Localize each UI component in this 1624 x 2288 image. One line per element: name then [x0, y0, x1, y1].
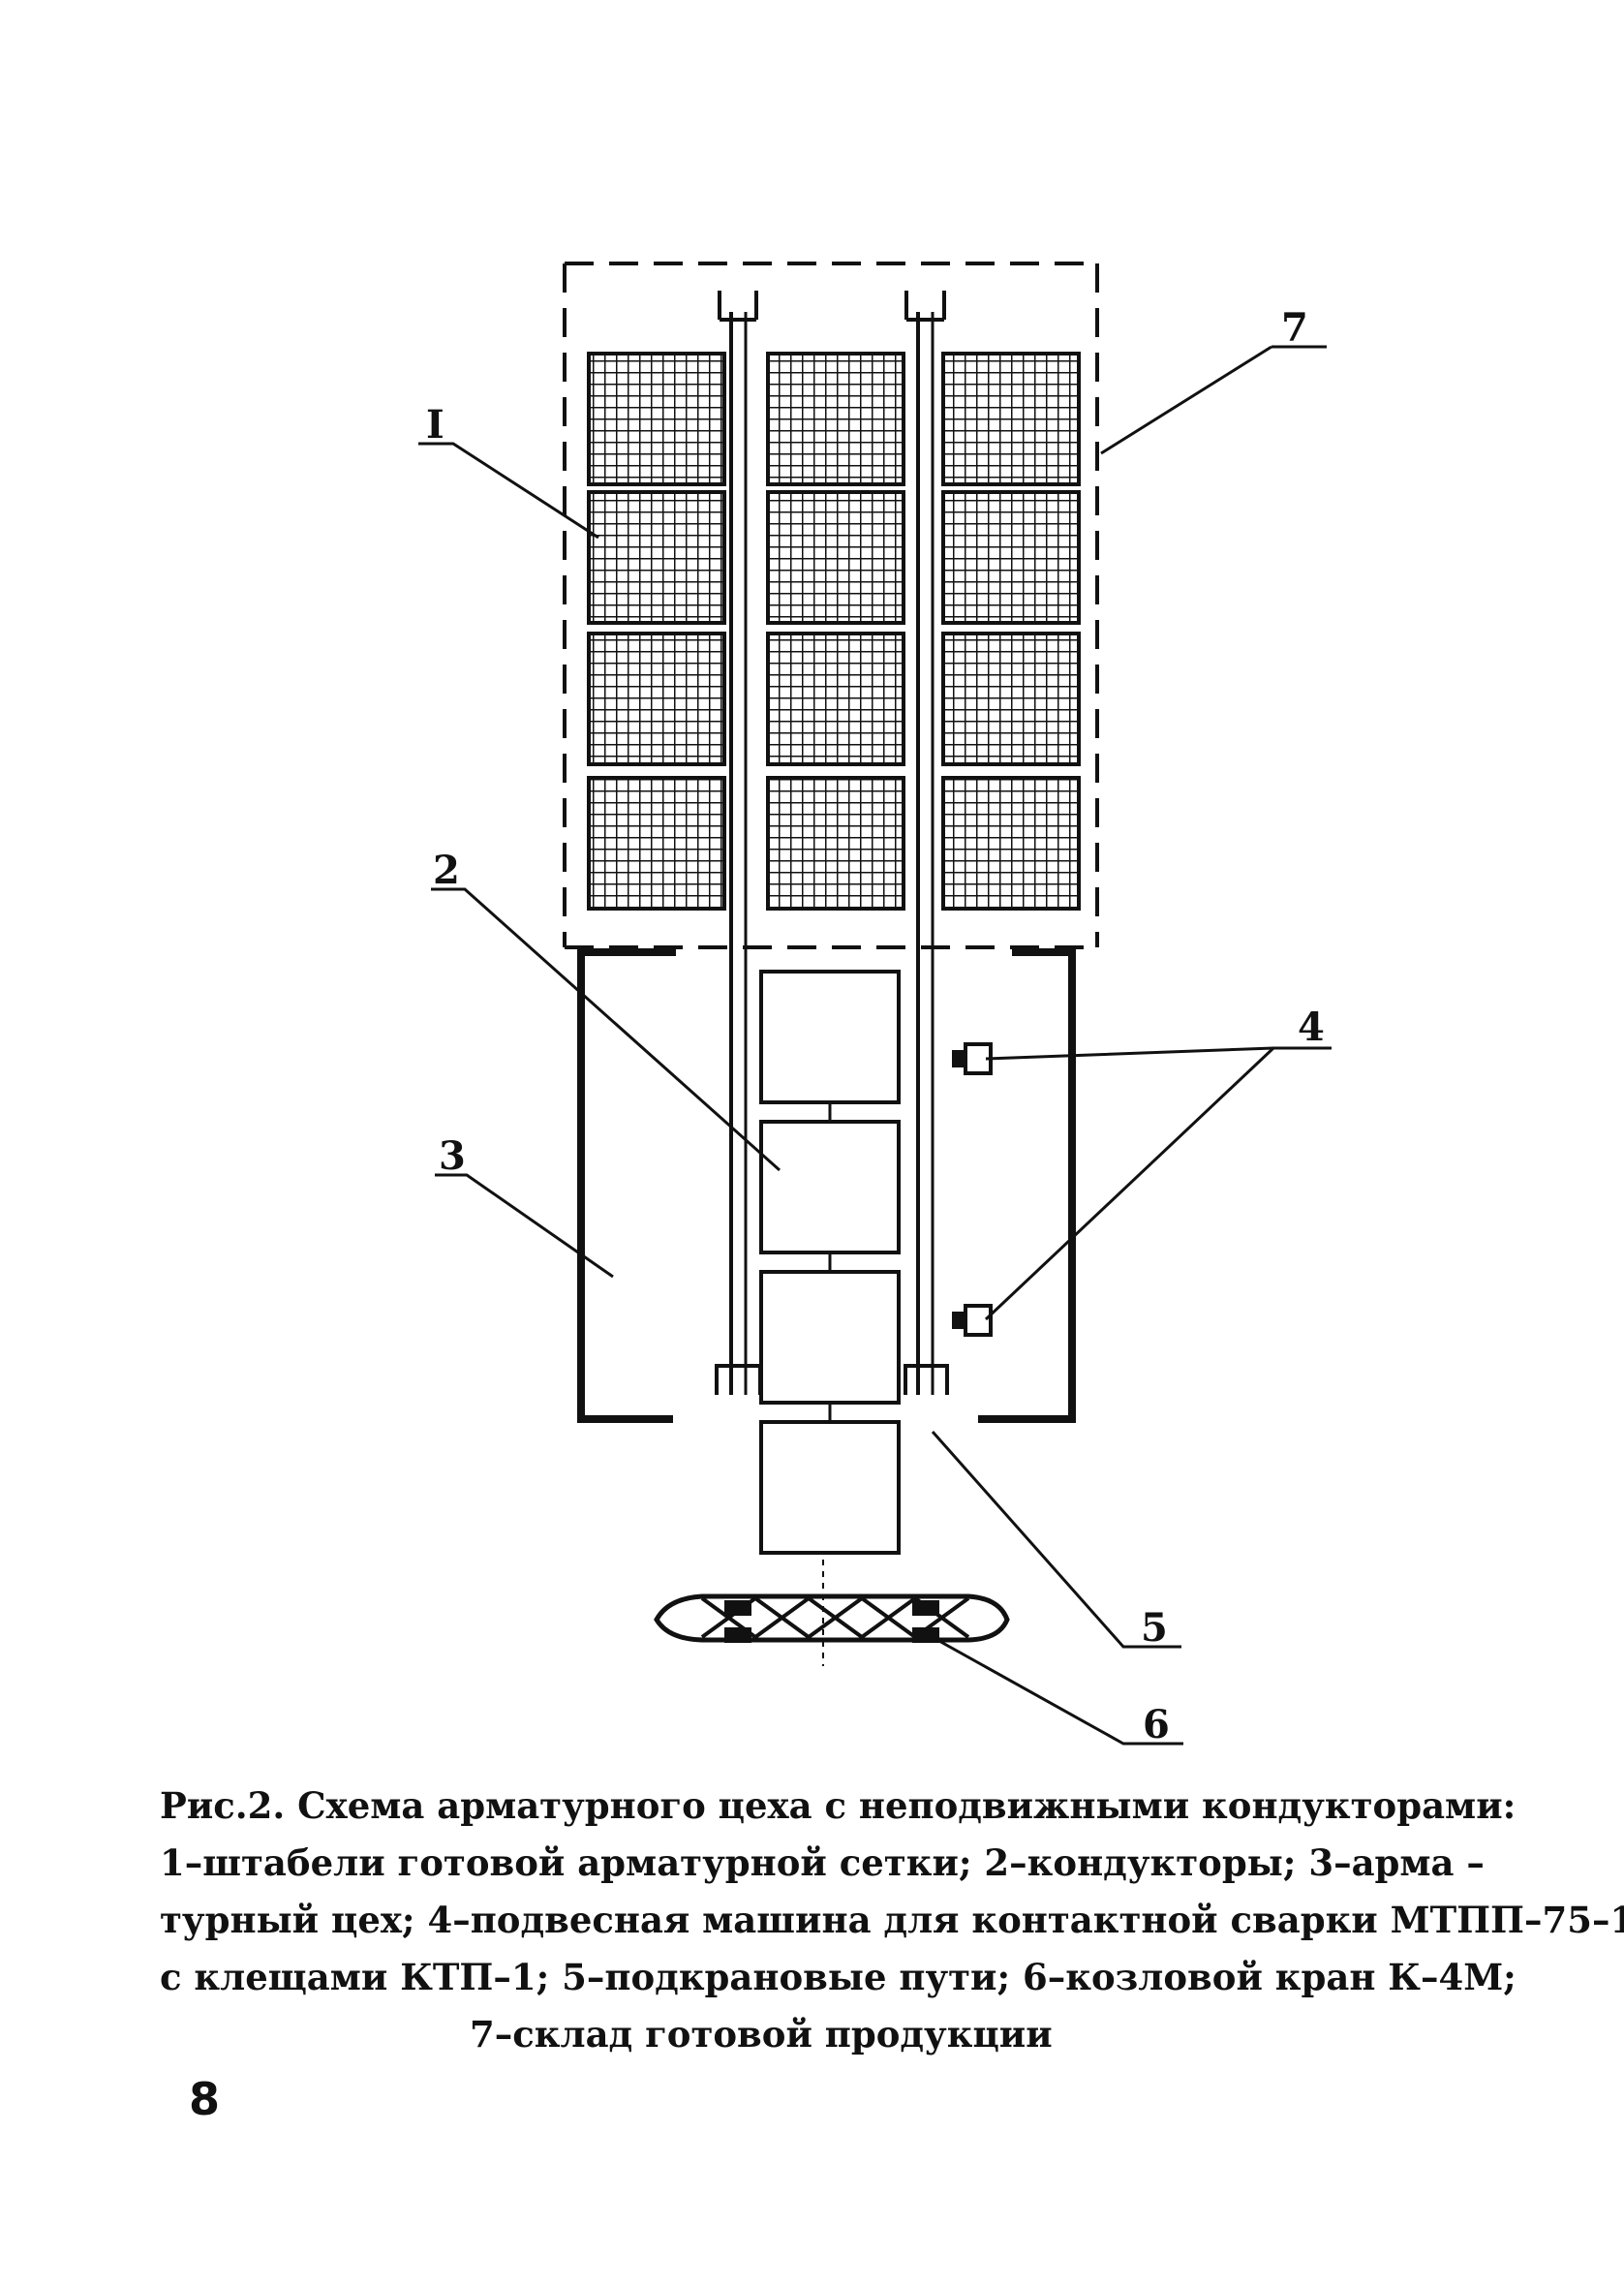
mesh-stack: [587, 490, 726, 625]
label-7: 7: [1281, 305, 1308, 351]
label-5: 5: [1141, 1605, 1168, 1651]
jig: [759, 1270, 901, 1405]
mesh-stack: [941, 490, 1081, 625]
mesh-stack: [766, 776, 905, 911]
mesh-stack: [587, 632, 726, 766]
label-6: 6: [1143, 1702, 1170, 1747]
leader-lines: [418, 345, 1332, 1746]
mesh-stack: [941, 776, 1081, 911]
jigs: [759, 970, 901, 1555]
mesh-stack: [941, 632, 1081, 766]
mesh-stack: [587, 352, 726, 486]
gantry-crane: [654, 1560, 1010, 1666]
mesh-stacks: [587, 352, 1081, 911]
label-4: 4: [1298, 1005, 1325, 1050]
label-2: 2: [433, 848, 460, 893]
mesh-stack: [587, 776, 726, 911]
jig: [759, 1420, 901, 1555]
caption-line-2: 1–штабели готовой арматурной сетки; 2–ко…: [160, 1841, 1485, 1884]
workshop-walls: [577, 948, 1076, 1423]
caption-line-3: турный цех; 4–подвесная машина для конта…: [160, 1899, 1624, 1941]
mesh-stack: [766, 490, 905, 625]
caption-line-5: 7–склад готовой продукции: [470, 2013, 1053, 2056]
caption-line-4: с клещами КТП–1; 5–подкрановые пути; 6–к…: [160, 1956, 1517, 1998]
jig: [759, 970, 901, 1104]
welding-machine: [952, 1304, 993, 1337]
caption-line-1: Рис.2. Схема арматурного цеха с неподвиж…: [160, 1784, 1517, 1827]
label-3: 3: [439, 1133, 466, 1179]
mesh-stack: [766, 632, 905, 766]
welding-machines: [952, 1042, 993, 1337]
welding-machine: [952, 1042, 993, 1075]
figure-caption: Рис.2. Схема арматурного цеха с неподвиж…: [160, 1778, 1624, 2063]
page-number: 8: [189, 2073, 221, 2125]
jig: [759, 1120, 901, 1254]
workshop-scheme: I 7 2 3 4 5 6: [418, 262, 1332, 1747]
warehouse-boundary: [563, 262, 1099, 949]
label-1: I: [426, 402, 444, 448]
mesh-stack: [941, 352, 1081, 486]
mesh-stack: [766, 352, 905, 486]
